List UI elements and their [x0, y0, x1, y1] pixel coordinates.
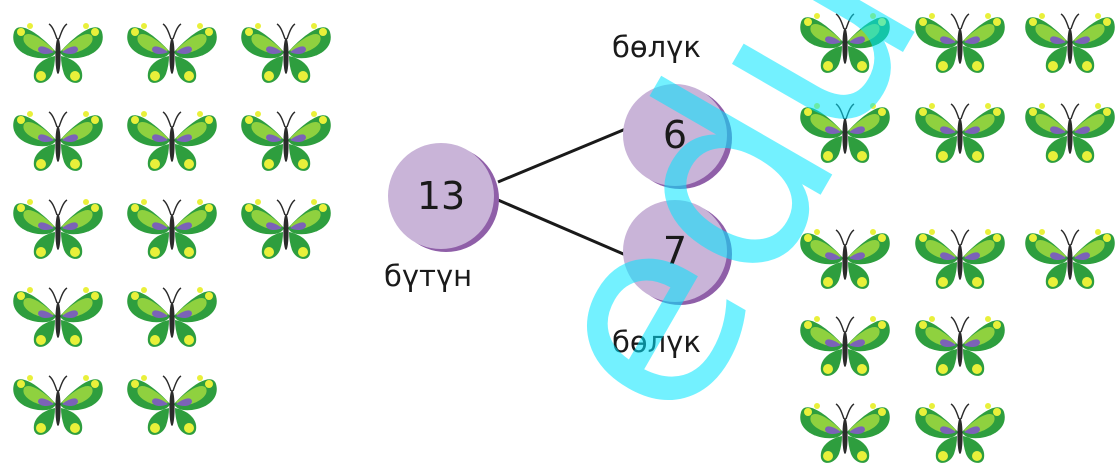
right-bottom-group-butterfly-icon [910, 305, 1010, 383]
connector-line-top [497, 126, 629, 184]
right-bottom-group-butterfly-icon [795, 218, 895, 296]
left-group-butterfly-icon [236, 12, 336, 90]
right-bottom-group-butterfly-icon [1020, 218, 1116, 296]
whole-circle: 13 [388, 143, 494, 249]
right-top-group-butterfly-icon [910, 92, 1010, 170]
left-group-butterfly-icon [8, 188, 108, 266]
part-top-label: бөлүк [612, 30, 701, 64]
left-group-butterfly-icon [8, 100, 108, 178]
whole-label: бүтүн [384, 259, 473, 293]
right-top-group-butterfly-icon [1020, 92, 1116, 170]
left-group-butterfly-icon [122, 188, 222, 266]
right-top-group-butterfly-icon [795, 2, 895, 80]
right-bottom-group-butterfly-icon [795, 392, 895, 470]
right-top-group-butterfly-icon [1020, 2, 1116, 80]
part-top-value: 6 [662, 113, 688, 157]
left-group-butterfly-icon [8, 276, 108, 354]
left-group-butterfly-icon [122, 276, 222, 354]
right-bottom-group-butterfly-icon [795, 305, 895, 383]
part-bottom-label: бөлүк [612, 325, 701, 359]
left-group-butterfly-icon [122, 100, 222, 178]
whole-value: 13 [416, 174, 466, 218]
right-bottom-group-butterfly-icon [910, 218, 1010, 296]
left-group-butterfly-icon [122, 12, 222, 90]
left-group-butterfly-icon [236, 100, 336, 178]
part-top-circle: 6 [623, 84, 727, 186]
connector-line-bottom [497, 198, 629, 258]
part-bottom-value: 7 [662, 229, 688, 273]
right-top-group-butterfly-icon [795, 92, 895, 170]
part-bottom-circle: 7 [623, 200, 727, 302]
left-group-butterfly-icon [122, 364, 222, 442]
left-group-butterfly-icon [8, 12, 108, 90]
left-group-butterfly-icon [236, 188, 336, 266]
right-bottom-group-butterfly-icon [910, 392, 1010, 470]
right-top-group-butterfly-icon [910, 2, 1010, 80]
left-group-butterfly-icon [8, 364, 108, 442]
